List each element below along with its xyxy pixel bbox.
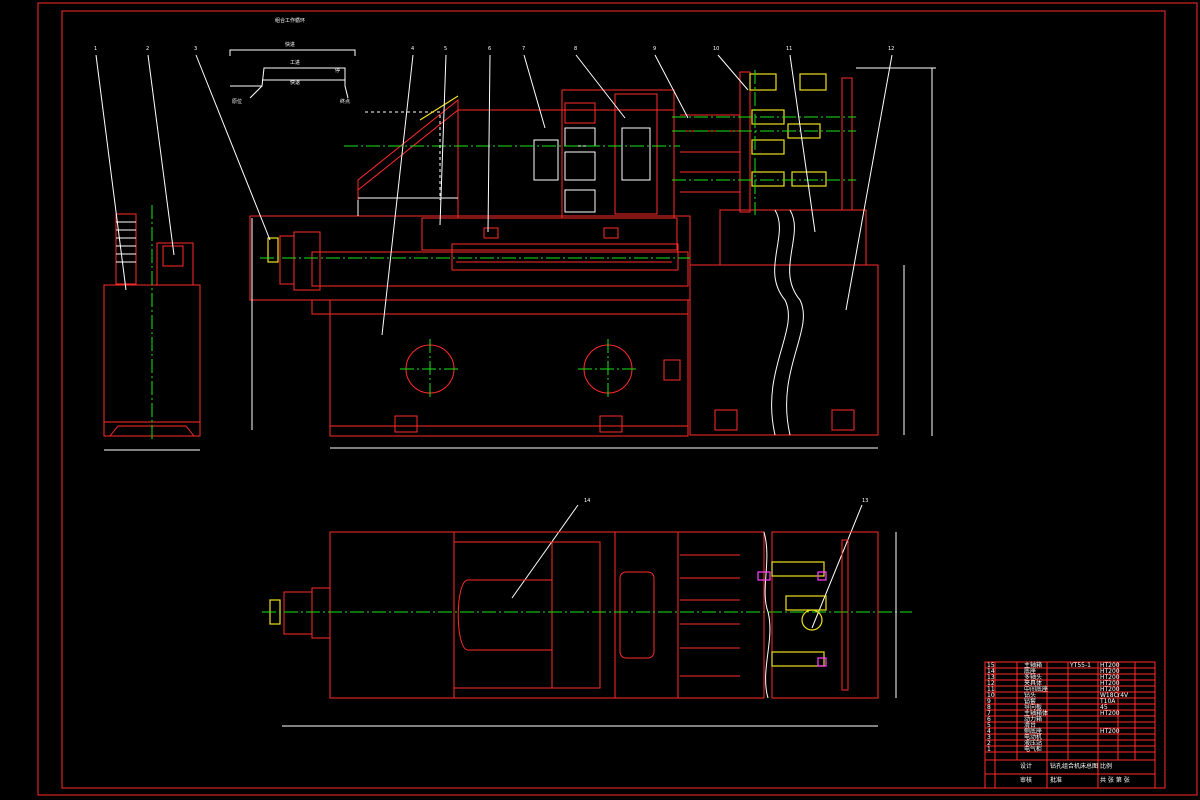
balloon-8: 8 [574,46,577,52]
parts-row-code: YT55-1 [1069,662,1091,669]
parts-row-no: 1 [987,746,991,753]
parts-row-no: 12 [987,680,995,687]
parts-row-material: HT200 [1100,710,1120,717]
balloon-7: 7 [522,46,525,52]
work-cycle-diagram: 快进 工进 快退 原位 终点 停 [229,41,356,105]
cycle-right-label: 终点 [340,98,350,105]
parts-row-material: HT200 [1100,662,1120,669]
outer-border [37,2,1198,796]
parts-row-no: 2 [987,740,991,747]
parts-row-no: 8 [987,704,991,711]
top-view [262,531,912,727]
inner-border [61,10,1166,789]
cycle-left-label: 原位 [232,98,242,105]
parts-row-no: 13 [987,674,995,681]
cycle-caption: 组合工作循环 [275,17,305,24]
spindle-tools-front [672,70,856,215]
parts-row-name: 动力箱 [1024,715,1042,723]
balloon-4: 4 [411,46,414,52]
parts-row-name: 导向板 [1024,703,1042,711]
parts-row-no: 5 [987,722,991,729]
parts-row-no: 14 [987,668,995,675]
balloon-9: 9 [653,46,656,52]
parts-row-name: 主轴箱体 [1024,709,1048,717]
parts-row-material: HT200 [1100,680,1120,687]
balloon-3: 3 [194,46,197,52]
parts-row-no: 7 [987,710,991,717]
parts-row-name: 钻头 [1024,691,1036,699]
parts-row-material: 45 [1100,704,1108,711]
balloon-6: 6 [488,46,491,52]
cycle-mid-label: 工进 [290,59,300,66]
parts-row-name: 主轴箱 [1024,661,1042,669]
title-block: 15 主轴箱 YT55-1 HT200 14 底座 HT200 13 多轴头 H… [984,661,1156,789]
parts-row-name: 钻套 [1024,697,1036,705]
parts-row-no: 15 [987,662,995,669]
check-label: 审核 [1020,776,1032,784]
parts-row-name: 电气柜 [1024,745,1042,753]
parts-row-no: 11 [987,686,995,693]
parts-row-name: 夹具体 [1024,679,1042,687]
parts-list: 15 主轴箱 YT55-1 HT200 14 底座 HT200 13 多轴头 H… [987,661,1129,753]
parts-row-name: 多轴头 [1024,673,1042,681]
parts-row-name: 侧底座 [1024,727,1042,735]
parts-row-material: HT200 [1100,728,1120,735]
approve-label: 批准 [1050,776,1062,784]
cycle-stop-label: 停 [335,67,340,74]
parts-row-name: 电动机 [1024,733,1042,741]
parts-row-material: HT200 [1100,668,1120,675]
balloon-14: 14 [584,498,590,504]
parts-row-material: W18Cr4V [1100,692,1129,699]
parts-row-no: 4 [987,728,991,735]
cycle-top-label: 快进 [285,41,295,48]
sheet-label: 共 张 第 张 [1100,776,1130,784]
balloon-2: 2 [146,46,149,52]
parts-row-name: 液压站 [1024,739,1042,747]
parts-row-material: HT200 [1100,686,1120,693]
balloon-1: 1 [94,46,97,52]
parts-row-no: 3 [987,734,991,741]
parts-row-name: 底座 [1024,667,1036,675]
parts-row-no: 10 [987,692,995,699]
balloon-12: 12 [888,46,894,52]
parts-row-no: 9 [987,698,991,705]
spindle-tools-top [680,554,827,677]
balloon-10: 10 [713,46,719,52]
balloon-11: 11 [786,46,792,52]
design-label: 设计 [1020,762,1032,770]
parts-row-no: 6 [987,716,991,723]
cycle-bottom-label: 快退 [290,79,300,86]
scale-label: 比例 [1100,762,1112,770]
balloon-5: 5 [444,46,447,52]
drawing-name: 钻孔组合机床总图 [1050,762,1098,770]
parts-row-name: 中间底座 [1024,685,1048,693]
balloon-13: 13 [862,498,868,504]
parts-row-material: T10A [1099,698,1116,705]
front-view [103,67,936,451]
balloon-labels: 1 2 3 4 5 6 7 8 9 10 11 12 14 13 [94,46,894,504]
parts-row-name: 滑台 [1024,721,1036,729]
leader-lines [95,54,893,629]
parts-row-material: HT200 [1100,674,1120,681]
